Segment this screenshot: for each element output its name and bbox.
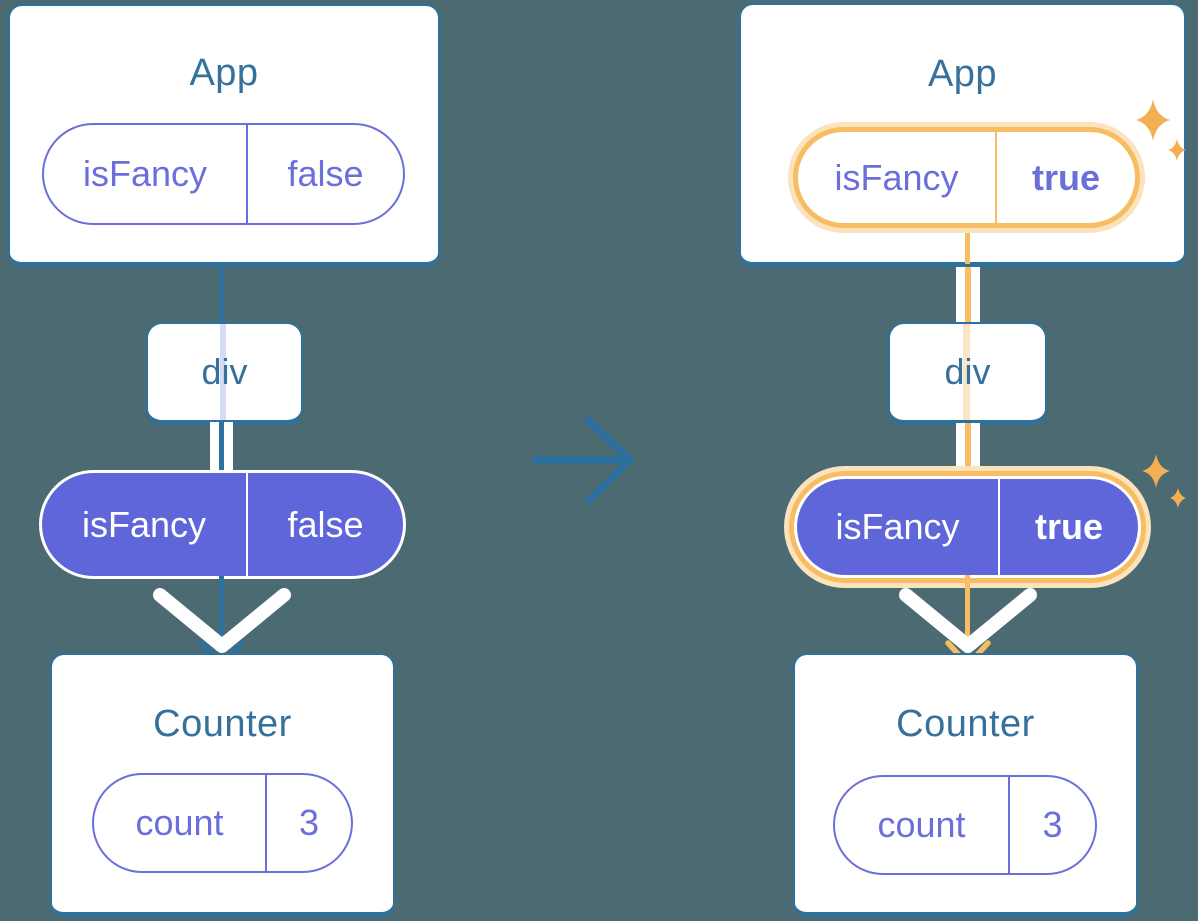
- right-app-sparkles-icon: [1136, 99, 1186, 161]
- right-app-prop-value: true: [1031, 156, 1100, 198]
- right-app-div-pipe: [956, 265, 980, 325]
- left-prop-pill-value: false: [287, 503, 364, 545]
- left-app-prop-value: false: [287, 153, 364, 194]
- left-div-box: div: [146, 322, 303, 425]
- right-pill-counter-line: [965, 575, 970, 660]
- right-div-pill-pipe: [956, 423, 980, 471]
- left-counter-title: Counter: [153, 703, 292, 745]
- left-prop-pill-name: isFancy: [42, 473, 248, 576]
- right-counter-title: Counter: [896, 703, 1035, 745]
- left-app-prop-name: isFancy: [44, 125, 248, 223]
- right-app-card: App isFancy true: [739, 3, 1186, 267]
- right-counter-card: Counter count 3: [793, 653, 1138, 917]
- right-counter-state-name: count: [835, 777, 1010, 873]
- left-counter-state-name: count: [94, 775, 267, 871]
- left-counter-card: Counter count 3: [50, 653, 395, 917]
- left-counter-state-pill: count 3: [92, 773, 353, 873]
- left-app-div-line: [219, 265, 224, 325]
- left-div-pill-pipe: [210, 422, 233, 476]
- right-chevron-arrow-icon: [899, 588, 1037, 653]
- right-app-prop-pill: isFancy true: [793, 127, 1140, 228]
- transition-arrow-icon: [532, 416, 634, 504]
- right-div-pass-through-stripe: [963, 324, 970, 420]
- left-pill-counter-line: [219, 576, 224, 660]
- right-app-prop-name: isFancy: [798, 132, 997, 223]
- right-pill-sparkles-icon: [1142, 454, 1186, 508]
- left-app-card: App isFancy false: [8, 4, 440, 267]
- right-prop-pill: isFancy true: [797, 479, 1138, 575]
- right-counter-state-pill: count 3: [833, 775, 1097, 875]
- right-app-inner-line: [965, 233, 970, 264]
- left-prop-pill: isFancy false: [42, 473, 403, 576]
- right-app-title: App: [927, 53, 998, 95]
- left-chevron-arrow-icon: [153, 588, 291, 653]
- left-app-title: App: [189, 52, 259, 94]
- left-counter-state-value: 3: [298, 802, 320, 843]
- right-prop-pill-value: true: [1034, 506, 1103, 547]
- right-div-label: div: [944, 351, 991, 392]
- left-app-prop-pill: isFancy false: [42, 123, 405, 225]
- right-counter-state-value: 3: [1042, 804, 1063, 845]
- right-prop-pill-name: isFancy: [797, 479, 1000, 575]
- right-div-box: div: [888, 322, 1047, 425]
- left-div-label: div: [201, 351, 248, 392]
- left-div-pass-through-stripe: [220, 324, 226, 420]
